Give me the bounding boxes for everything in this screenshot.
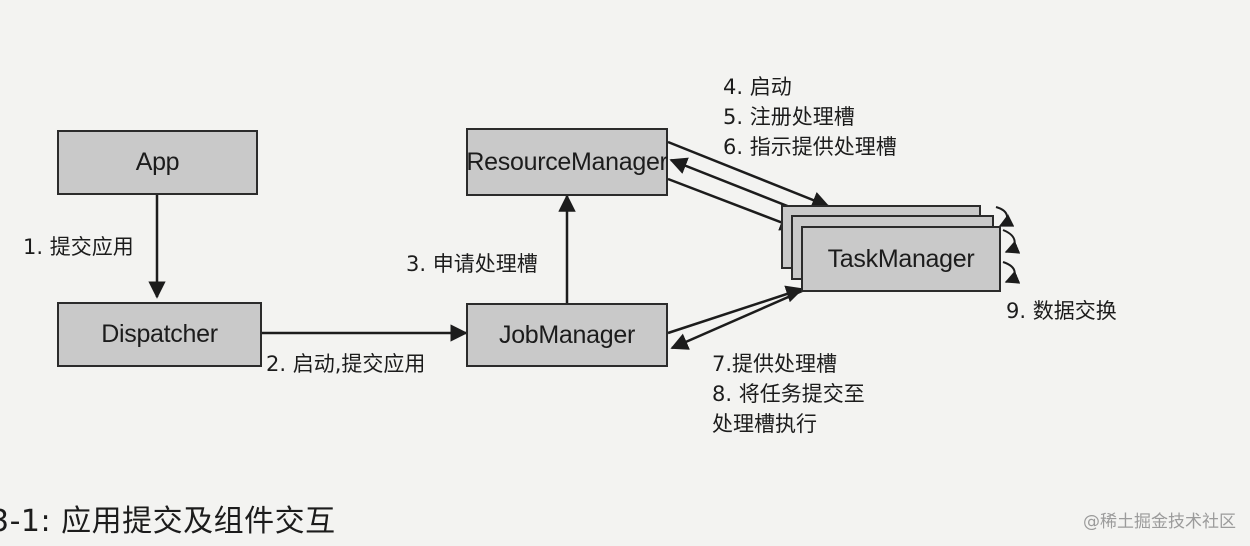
- exchange-loop-3: [1002, 261, 1021, 284]
- node-job-manager-label: JobManager: [499, 320, 635, 349]
- label-rm-step-5: 5. 注册处理槽: [723, 105, 855, 129]
- arrow-jm-to-tm: [667, 285, 804, 335]
- label-data-exchange: 9. 数据交换: [1006, 299, 1117, 323]
- label-jm-step-7: 7.提供处理槽: [712, 352, 838, 376]
- node-app-label: App: [135, 148, 180, 176]
- label-submit-app: 1. 提交应用: [23, 235, 134, 259]
- exchange-loop-2: [1002, 229, 1021, 254]
- figure-caption: 3-1: 应用提交及组件交互: [0, 504, 336, 539]
- label-jm-step-8-cont: 处理槽执行: [712, 412, 817, 436]
- label-jm-step-8: 8. 将任务提交至: [712, 382, 865, 406]
- arrow-tm-to-jm: [670, 282, 819, 350]
- watermark: @稀土掘金技术社区: [1083, 512, 1236, 532]
- node-dispatcher-label: Dispatcher: [101, 320, 218, 348]
- node-task-manager: TaskManager: [801, 226, 1001, 292]
- node-app: App: [57, 130, 258, 195]
- label-rm-step-4: 4. 启动: [723, 75, 792, 99]
- exchange-loop-1: [995, 206, 1015, 227]
- label-start-submit: 2. 启动,提交应用: [266, 352, 426, 376]
- arrow-tm-to-rm-register: [669, 157, 801, 213]
- node-job-manager: JobManager: [466, 303, 668, 367]
- node-task-manager-label: TaskManager: [827, 244, 975, 273]
- label-request-slots: 3. 申请处理槽: [406, 252, 538, 276]
- node-resource-manager-label: ResourceManager: [466, 147, 668, 176]
- arrow-rm-to-tm-start: [667, 140, 830, 209]
- label-rm-step-6: 6. 指示提供处理槽: [723, 135, 897, 159]
- node-resource-manager: ResourceManager: [466, 128, 668, 196]
- node-dispatcher: Dispatcher: [57, 302, 262, 367]
- arrow-rm-to-tm-offer: [667, 177, 798, 231]
